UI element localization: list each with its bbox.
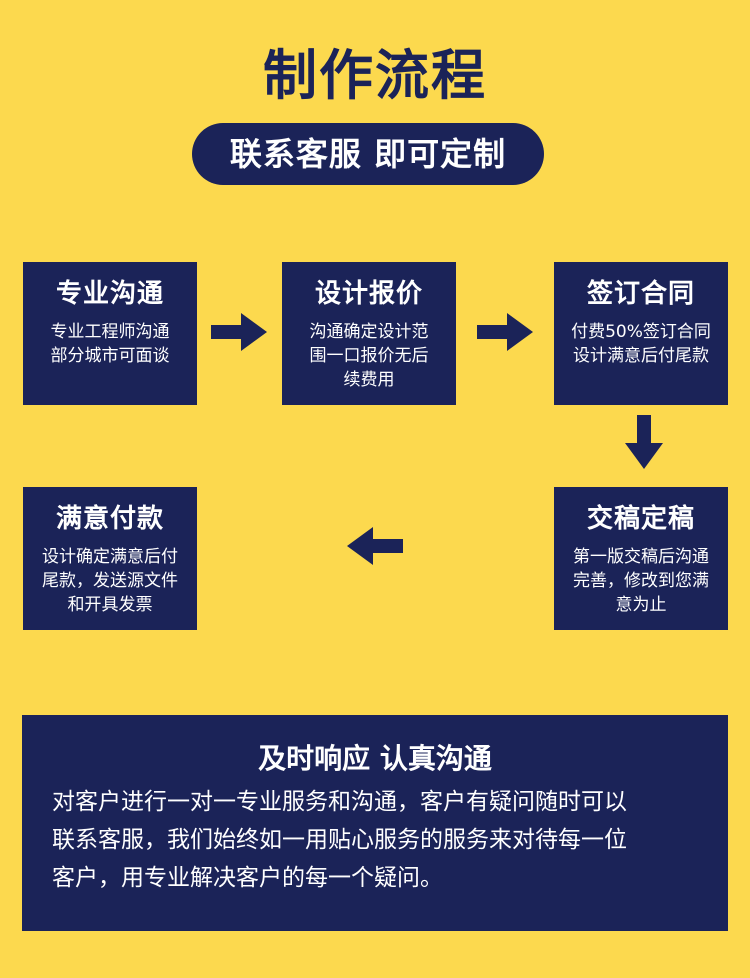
- step-description-line: 完善，修改到您满: [573, 571, 709, 591]
- step-description-line: 意为止: [615, 595, 667, 615]
- step-box-quotation: 设计报价 沟通确定设计范 围一口报价无后 续费用: [282, 262, 456, 405]
- step-box-contract: 签订合同 付费50%签订合同 设计满意后付尾款: [554, 262, 728, 405]
- step-title: 满意付款: [55, 504, 164, 534]
- step-box-delivery: 交稿定稿 第一版交稿后沟通 完善，修改到您满 意为止: [554, 487, 728, 630]
- step-box-consultation: 专业沟通 专业工程师沟通 部分城市可面谈: [23, 262, 197, 405]
- page-title: 制作流程: [263, 44, 487, 107]
- step-description: 第一版交稿后沟通 完善，修改到您满 意为止: [554, 545, 728, 617]
- arrow-right-icon: [211, 313, 267, 351]
- panel-text-line: 对客户进行一对一专业服务和沟通，客户有疑问随时可以: [52, 789, 627, 815]
- step-description-line: 部分城市可面谈: [50, 346, 170, 366]
- step-title: 签订合同: [586, 279, 695, 309]
- arrow-down-icon: [625, 415, 663, 469]
- step-description-line: 设计确定满意后付: [42, 547, 178, 567]
- panel-heading: 及时响应 认真沟通: [258, 742, 492, 775]
- step-description: 设计确定满意后付 尾款，发送源文件 和开具发票: [23, 545, 197, 617]
- step-description-line: 尾款，发送源文件: [42, 571, 178, 591]
- panel-text-line: 客户，用专业解决客户的每一个疑问。: [52, 865, 443, 891]
- step-description-line: 围一口报价无后: [309, 346, 429, 366]
- step-description-line: 设计满意后付尾款: [573, 346, 709, 366]
- step-description-line: 专业工程师沟通: [50, 322, 170, 342]
- step-description: 专业工程师沟通 部分城市可面谈: [23, 320, 197, 368]
- step-description: 付费50%签订合同 设计满意后付尾款: [554, 320, 728, 368]
- step-title: 设计报价: [314, 279, 423, 309]
- step-description-line: 第一版交稿后沟通: [573, 547, 709, 567]
- step-title: 专业沟通: [55, 279, 164, 309]
- step-description: 沟通确定设计范 围一口报价无后 续费用: [282, 320, 456, 392]
- step-description-line: 续费用: [343, 370, 395, 390]
- service-promise-panel: 及时响应 认真沟通 对客户进行一对一专业服务和沟通，客户有疑问随时可以 联系客服…: [22, 715, 728, 931]
- step-description-line: 和开具发票: [67, 595, 153, 615]
- step-box-payment: 满意付款 设计确定满意后付 尾款，发送源文件 和开具发票: [23, 487, 197, 630]
- step-title: 交稿定稿: [586, 504, 695, 534]
- arrow-right-icon: [477, 313, 533, 351]
- step-description-line: 沟通确定设计范: [309, 322, 429, 342]
- subtitle-pill: 联系客服 即可定制: [192, 123, 544, 185]
- arrow-left-icon: [347, 527, 403, 565]
- step-description-line: 付费50%签订合同: [571, 322, 711, 342]
- panel-text-line: 联系客服，我们始终如一用贴心服务的服务来对待每一位: [52, 827, 627, 853]
